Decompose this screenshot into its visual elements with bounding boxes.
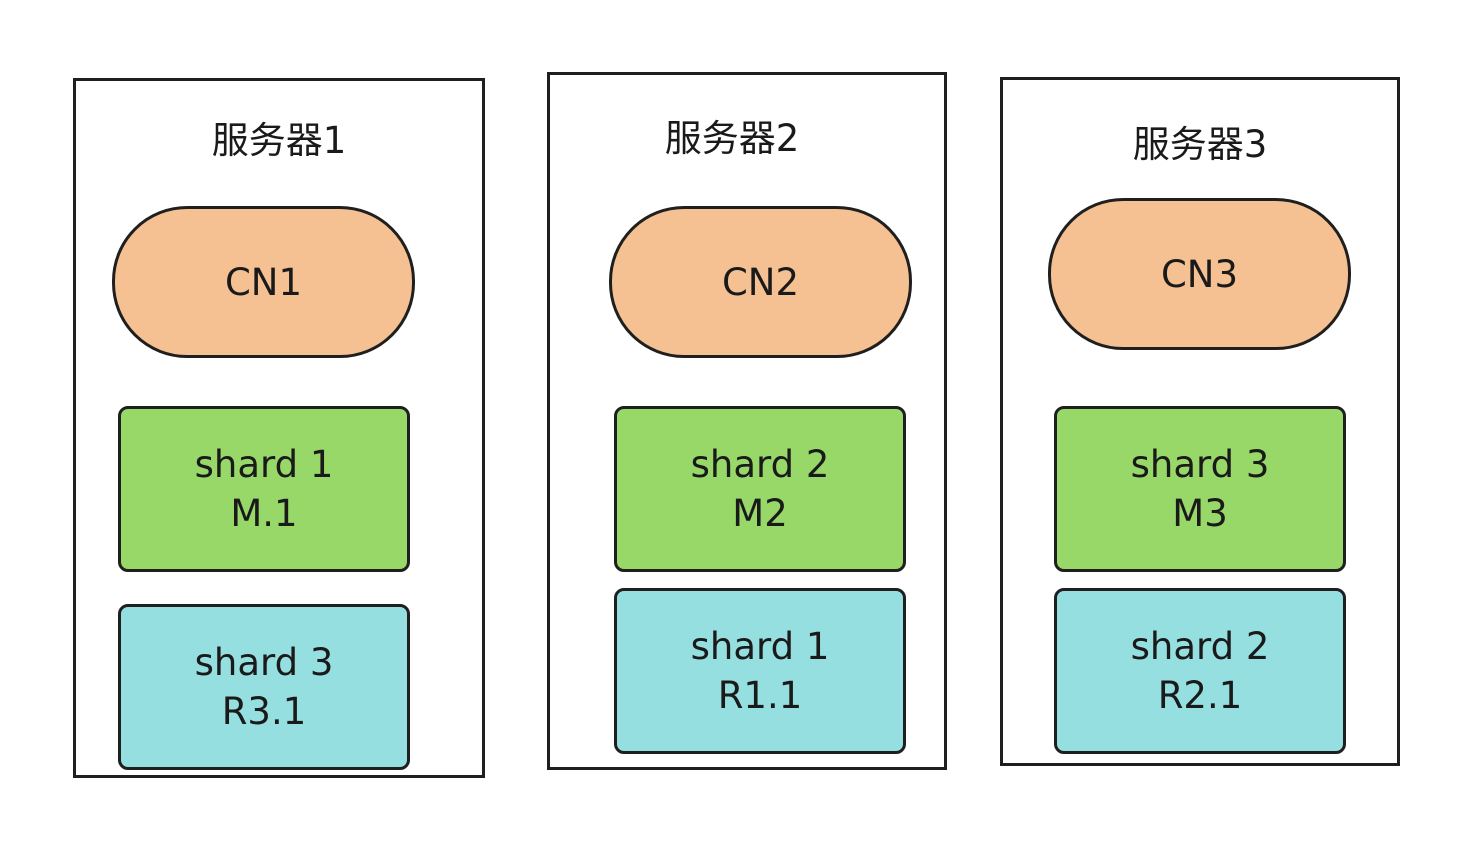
cn-node-1-label: CN1 [224, 260, 303, 304]
shard-master-2: shard 2 M2 [614, 406, 906, 572]
shard-replica-1-name: shard 3 [194, 641, 334, 684]
shard-replica-1: shard 3 R3.1 [118, 604, 410, 770]
shard-replica-3-name: shard 2 [1130, 625, 1270, 668]
shard-master-3-name: shard 3 [1130, 443, 1270, 486]
cn-node-1: CN1 [112, 206, 415, 358]
shard-replica-2-name: shard 1 [690, 625, 830, 668]
shard-master-3: shard 3 M3 [1054, 406, 1346, 572]
server-3-title: 服务器3 [1132, 123, 1268, 166]
shard-master-2-name: shard 2 [690, 443, 830, 486]
shard-replica-1-id: R3.1 [221, 690, 307, 733]
cn-node-3-label: CN3 [1160, 252, 1239, 296]
shard-master-1-id: M.1 [230, 492, 298, 535]
cn-node-2-label: CN2 [721, 260, 800, 304]
shard-master-2-id: M2 [732, 492, 788, 535]
shard-master-1: shard 1 M.1 [118, 406, 410, 572]
server-2-title: 服务器2 [664, 117, 800, 160]
shard-replica-3: shard 2 R2.1 [1054, 588, 1346, 754]
shard-replica-3-id: R2.1 [1157, 674, 1243, 717]
shard-master-3-id: M3 [1172, 492, 1228, 535]
server-1-title: 服务器1 [211, 119, 347, 162]
shard-replica-2-id: R1.1 [717, 674, 803, 717]
shard-replica-2: shard 1 R1.1 [614, 588, 906, 754]
cn-node-2: CN2 [609, 206, 912, 358]
cn-node-3: CN3 [1048, 198, 1351, 350]
shard-master-1-name: shard 1 [194, 443, 334, 486]
